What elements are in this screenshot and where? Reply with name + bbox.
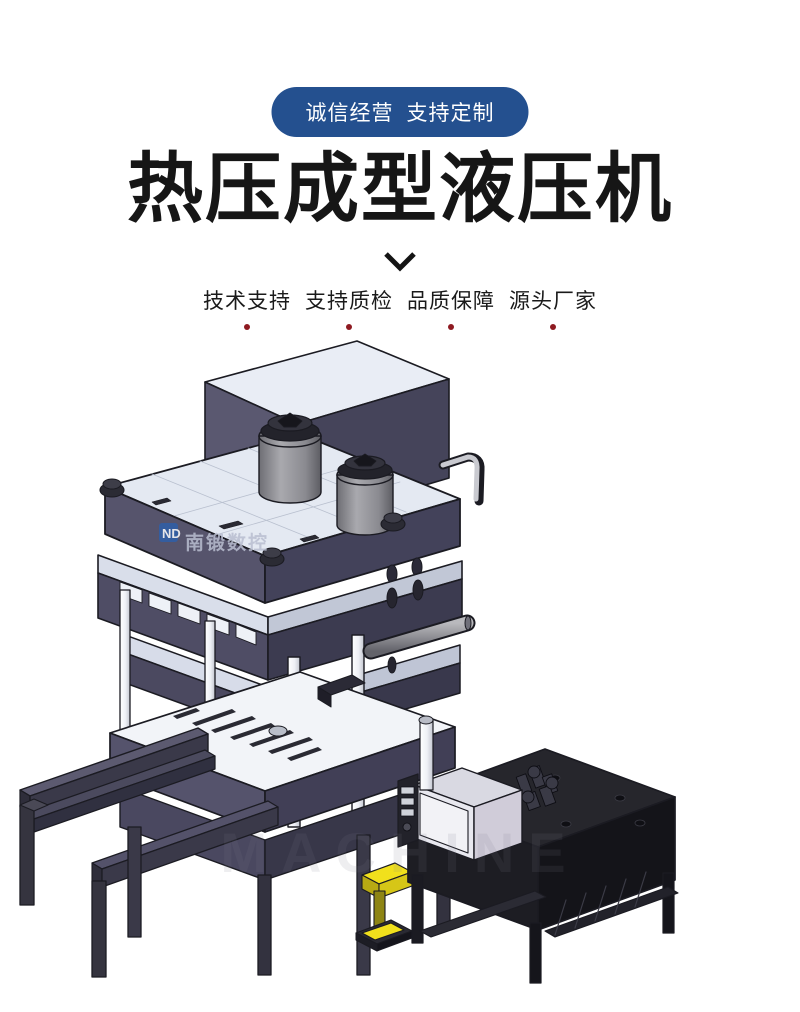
- feature-item-3: 品质保障: [407, 288, 495, 332]
- hydraulic-cylinder-left: [258, 412, 322, 504]
- deck-corner-bolts: [99, 478, 406, 567]
- horizontal-cylinder: [317, 614, 476, 708]
- feature-item-1: 技术支持: [203, 288, 291, 332]
- feature-item-4: 源头厂家: [509, 288, 597, 332]
- feature-item-2: 支持质检: [305, 288, 393, 332]
- control-panel: [397, 767, 523, 861]
- feature-dot-icon: [448, 324, 454, 330]
- hydraulic-cylinder-right: [336, 453, 394, 536]
- feature-label: 品质保障: [407, 290, 495, 313]
- feature-dot-icon: [244, 324, 250, 330]
- feature-dot-icon: [550, 324, 556, 330]
- feature-dot-icon: [346, 324, 352, 330]
- crown-body: [104, 486, 461, 604]
- feature-label: 支持质检: [305, 290, 393, 313]
- control-panel-post: [418, 715, 434, 791]
- feature-label: 源头厂家: [509, 290, 597, 313]
- moving-slide: [97, 554, 463, 681]
- feature-list: 技术支持 支持质检 品质保障 源头厂家: [0, 288, 800, 332]
- hose-pipe: [438, 452, 485, 506]
- valve-manifold: [515, 765, 559, 812]
- promo-badge: 诚信经营 支持定制: [271, 87, 529, 137]
- side-conveyor-rail: [19, 727, 279, 978]
- page-title: 热压成型液压机: [127, 147, 673, 232]
- feature-label: 技术支持: [203, 290, 291, 313]
- brand-watermark-text: 南锻数控: [185, 531, 269, 554]
- brand-watermark-group: ND 南锻数控: [159, 523, 269, 554]
- chevron-down-icon: [384, 252, 416, 272]
- promo-badge-text-left: 诚信经营: [305, 102, 394, 125]
- product-image: ND 南锻数控: [0, 335, 800, 1012]
- foot-pedal: [355, 862, 413, 952]
- promo-badge-text-right: 支持定制: [406, 102, 495, 125]
- svg-text:ND: ND: [162, 526, 181, 541]
- page-header: 诚信经营 支持定制 热压成型液压机 技术支持 支持质检 品质保障 源头厂家: [0, 0, 800, 340]
